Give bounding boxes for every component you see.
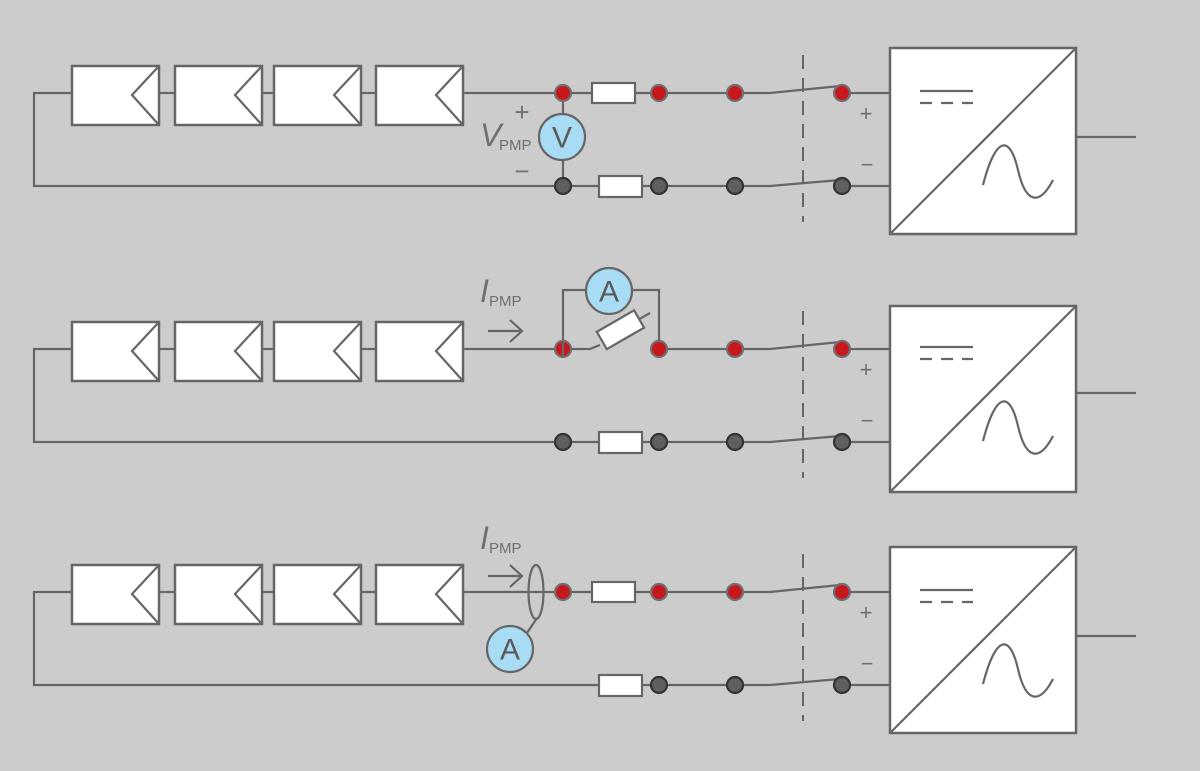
fuse-negative (597, 430, 644, 455)
inverter-minus-label: − (861, 152, 874, 177)
pv-module (272, 64, 363, 127)
ammeter-symbol: A (599, 276, 619, 309)
voltage-label: V (480, 117, 504, 153)
current-label: I (480, 273, 489, 309)
terminal-node-positive (649, 582, 669, 602)
fuse-negative (597, 174, 644, 199)
fuse-positive (590, 580, 637, 604)
fuse-removed (595, 308, 646, 351)
inverter (888, 304, 1136, 494)
pv-module (272, 563, 363, 626)
pv-module (70, 563, 161, 626)
terminal-node-negative (553, 432, 573, 452)
terminal-node-negative (832, 675, 852, 695)
terminal-node-positive (832, 582, 852, 602)
pv-string (32, 563, 600, 687)
ammeter-symbol: A (500, 634, 520, 667)
row-current-measurement-clamp: A I PMP + − (32, 520, 1136, 735)
terminal-node-positive (649, 339, 669, 359)
inverter-plus-label: + (860, 357, 873, 382)
row-voltage-measurement: V + − V PMP + − (32, 46, 1136, 236)
pv-module (374, 563, 465, 626)
terminal-node-negative (553, 176, 573, 196)
pv-module (374, 64, 465, 127)
pv-module (374, 320, 465, 383)
ammeter: A (584, 266, 634, 316)
terminal-node-negative (649, 675, 669, 695)
current-label: I (480, 520, 489, 556)
terminal-node-negative (649, 176, 669, 196)
fuse-negative (597, 673, 644, 698)
fuse-positive (590, 81, 637, 105)
voltage-label-sub: PMP (499, 137, 532, 154)
terminal-node-negative (725, 675, 745, 695)
clamp-ammeter: A (485, 624, 535, 674)
terminal-node-positive (649, 83, 669, 103)
terminal-node-negative (832, 176, 852, 196)
inverter (888, 545, 1136, 735)
pv-module (173, 320, 264, 383)
terminal-node-positive (832, 83, 852, 103)
inverter-minus-label: − (861, 408, 874, 433)
voltmeter: V (537, 112, 587, 162)
terminal-node-negative (725, 176, 745, 196)
terminal-node-negative (649, 432, 669, 452)
inverter (888, 46, 1136, 236)
nodes (553, 582, 852, 695)
pv-module (70, 320, 161, 383)
pv-string (32, 64, 563, 188)
current-direction-arrow-icon (488, 564, 524, 588)
terminal-node-positive (725, 83, 745, 103)
pv-string (32, 320, 563, 444)
pv-module (70, 64, 161, 127)
terminal-node-positive (832, 339, 852, 359)
voltmeter-symbol: V (552, 122, 572, 155)
minus-sign: − (514, 156, 529, 186)
current-label-sub: PMP (489, 540, 522, 557)
terminal-node-positive (725, 339, 745, 359)
nodes (553, 339, 852, 452)
terminal-node-negative (725, 432, 745, 452)
nodes (553, 83, 852, 196)
plus-sign: + (514, 97, 529, 127)
terminal-node-positive (553, 582, 573, 602)
inverter-minus-label: − (861, 651, 874, 676)
terminal-node-negative (832, 432, 852, 452)
terminal-node-positive (725, 582, 745, 602)
pv-module (173, 64, 264, 127)
current-direction-arrow-icon (488, 319, 524, 343)
pv-module (272, 320, 363, 383)
pv-module (173, 563, 264, 626)
terminal-node-positive (553, 83, 573, 103)
row-current-measurement-series: A I PMP + − (32, 266, 1136, 494)
current-label-sub: PMP (489, 293, 522, 310)
inverter-plus-label: + (860, 101, 873, 126)
inverter-plus-label: + (860, 600, 873, 625)
